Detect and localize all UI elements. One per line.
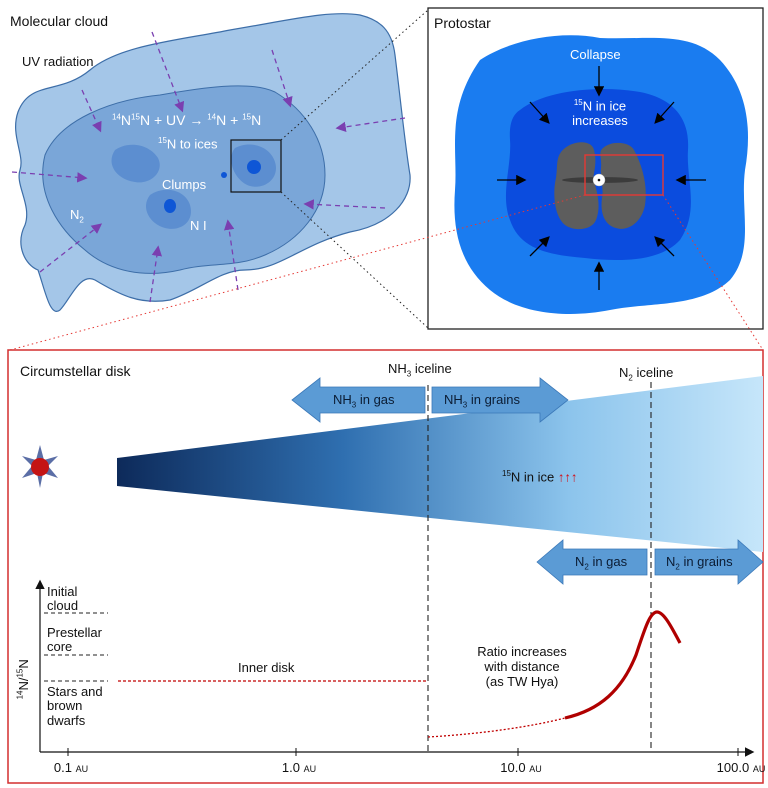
x-tick-value: 0.1 xyxy=(53,760,76,775)
cloud-middle xyxy=(42,85,326,274)
x-tick-label: 1.0 AU xyxy=(274,760,324,775)
uv-arrow xyxy=(335,117,406,132)
zoom-connector xyxy=(9,194,586,351)
collapse-arrow xyxy=(654,236,675,257)
nh3-gas-arrow xyxy=(291,377,426,423)
uv-arrow xyxy=(271,49,293,108)
x-tick-value: 100.0 xyxy=(716,760,753,775)
zoom-connector xyxy=(662,194,764,351)
molecular-cloud-title: Molecular cloud xyxy=(10,13,109,29)
reaction-label: 14N15N + UV → 14N + 15N xyxy=(112,112,262,128)
uv-arrow xyxy=(223,219,239,291)
n2-gas-arrow xyxy=(536,539,648,585)
clump-core-1 xyxy=(164,199,176,213)
collapse-arrow xyxy=(529,101,550,124)
disk-wedge xyxy=(117,376,763,552)
uv-arrow xyxy=(39,223,103,273)
protostar-lobe-left xyxy=(554,142,599,230)
x-tick-value: 1.0 xyxy=(281,760,304,775)
zoom-box-protostar xyxy=(584,154,664,196)
uv-arrow xyxy=(11,171,88,183)
uv-arrow xyxy=(149,245,163,303)
ratio-curve xyxy=(564,610,682,720)
protostar-title: Protostar xyxy=(434,15,491,31)
nh3-gas-label: NH3 in gas xyxy=(333,392,395,410)
plot-y-label: 14N/15N xyxy=(15,659,32,700)
collapse-arrow xyxy=(654,101,675,124)
zoom-box-cloud xyxy=(230,139,282,193)
protostar-panel xyxy=(427,7,764,330)
x-ticks xyxy=(67,748,739,756)
inner-disk-label: Inner disk xyxy=(238,660,295,675)
cloud-inner-left xyxy=(111,144,160,183)
increase-arrows: ↑↑↑ xyxy=(557,469,578,485)
disk-ice-label: 15N in ice ↑↑↑ xyxy=(502,469,578,485)
x-tick-label: 0.1 AU xyxy=(46,760,96,775)
collapse-arrow xyxy=(529,236,550,257)
protostar-star-center xyxy=(597,178,601,182)
n2-grains-arrow xyxy=(654,539,764,585)
n2-gas-label: N2 in gas xyxy=(575,554,628,572)
ratio-curve-dotted xyxy=(427,717,566,738)
clumps-label: Clumps xyxy=(162,177,207,192)
ni-label: N I xyxy=(190,218,207,233)
uv-arrow xyxy=(81,89,102,133)
x-tick-label: 10.0 AU xyxy=(496,760,546,775)
collapse-label: Collapse xyxy=(570,47,621,62)
molecular-cloud xyxy=(11,13,411,312)
n2-cloud-label: N2 xyxy=(70,207,84,225)
uv-arrow xyxy=(151,31,185,113)
nh3-grains-arrow xyxy=(431,377,569,423)
uv-arrow xyxy=(303,199,386,210)
zoom-connector xyxy=(280,9,429,141)
x-tick-value: 10.0 xyxy=(500,760,530,775)
to-ices-label: 15N to ices xyxy=(158,136,218,152)
x-tick-label: 100.0 AU xyxy=(716,760,766,775)
x-tick-unit: AU xyxy=(75,764,89,774)
x-tick-unit: AU xyxy=(303,764,317,774)
disk-panel xyxy=(7,349,764,784)
protostar-lobe-right xyxy=(600,142,646,229)
zoom-connector xyxy=(280,191,429,329)
nh3-grains-label: NH3 in grains xyxy=(444,392,520,410)
x-tick-unit: AU xyxy=(529,764,542,774)
uv-radiation-label: UV radiation xyxy=(22,54,94,69)
x-tick-unit: AU xyxy=(752,764,766,774)
disk-frame xyxy=(7,349,764,784)
n2-grains-label: N2 in grains xyxy=(666,554,733,572)
clump-core-2 xyxy=(247,160,261,174)
central-star xyxy=(22,445,58,488)
clump-core-3 xyxy=(221,172,227,178)
disk-title: Circumstellar disk xyxy=(20,363,131,379)
nh3-iceline-label: NH3 iceline xyxy=(388,361,452,379)
n2-iceline-label: N2 iceline xyxy=(619,365,674,383)
